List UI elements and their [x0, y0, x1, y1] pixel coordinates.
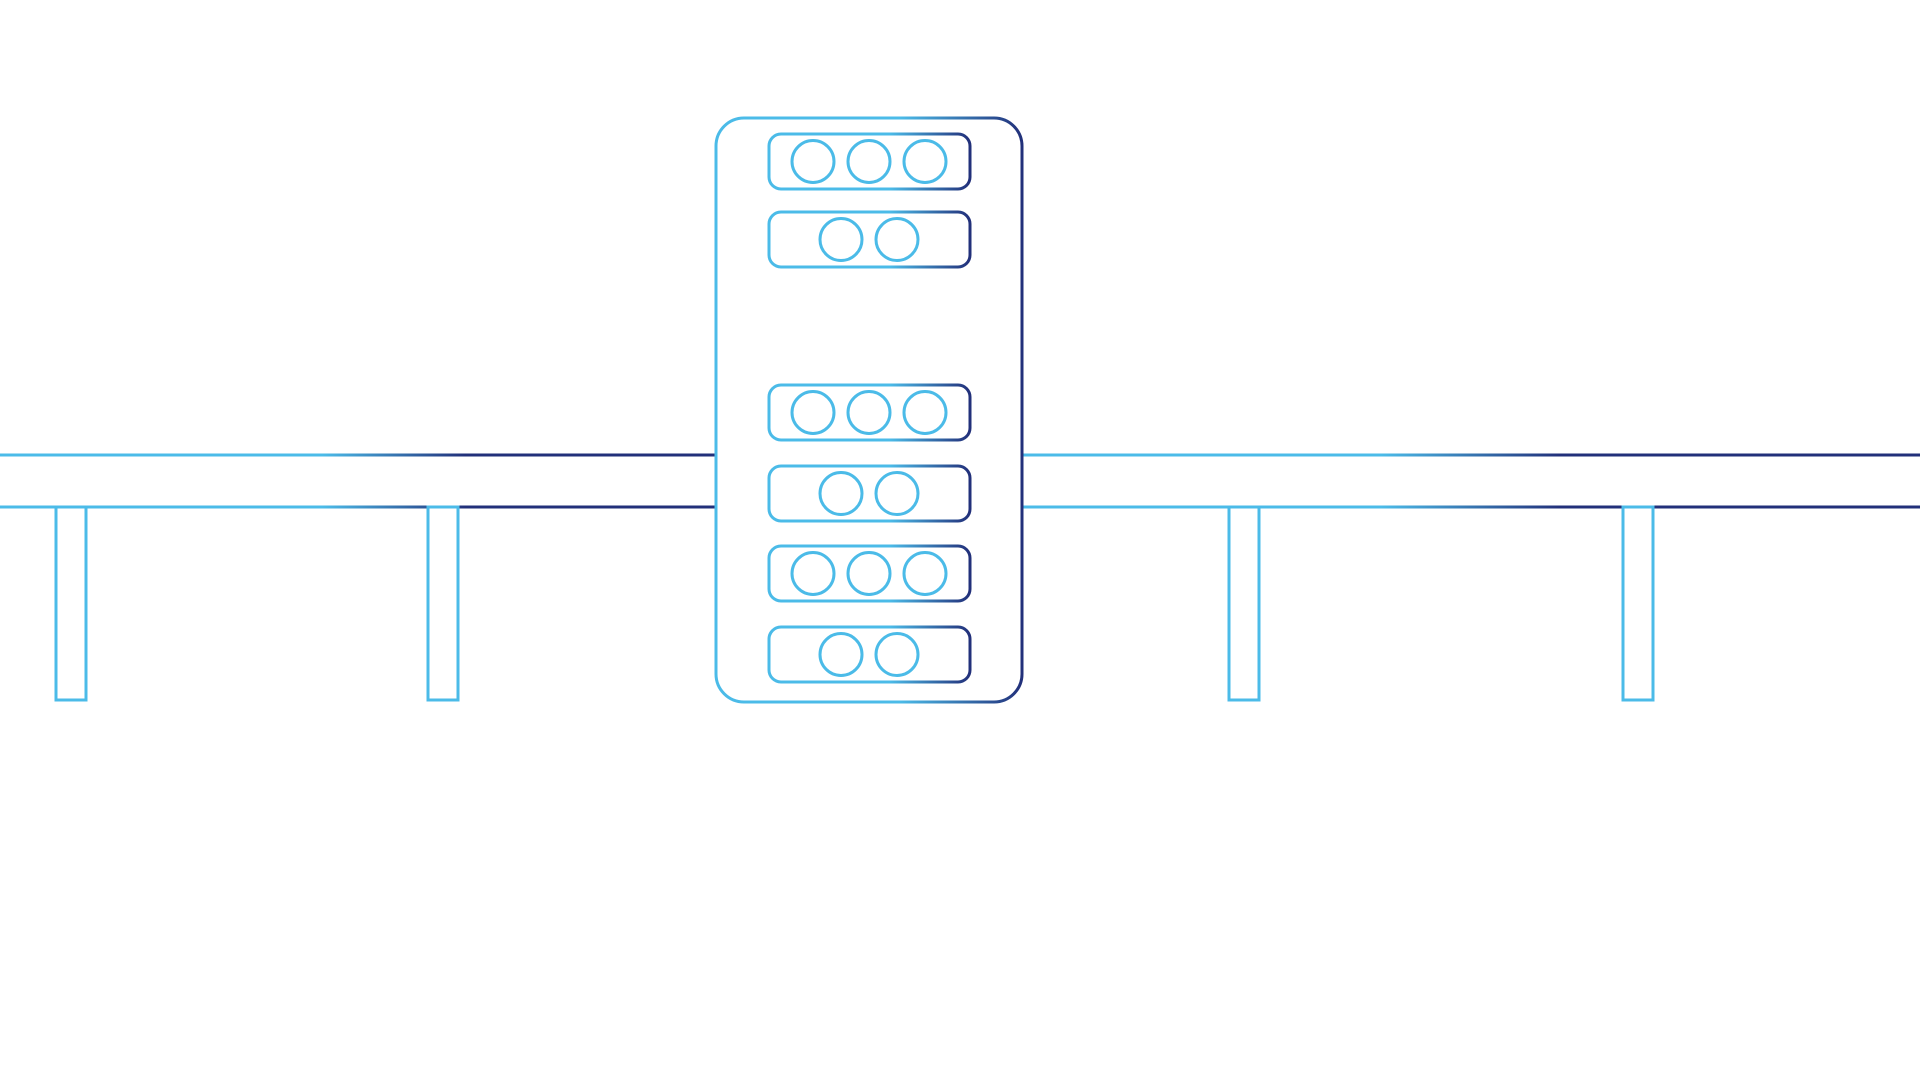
rail-support-leg [1621, 505, 1655, 702]
indicator-light-icon [874, 471, 920, 516]
server-slot [767, 464, 972, 523]
server-slot-frame [767, 132, 972, 191]
rail-support-leg [1227, 505, 1261, 702]
indicator-light-icon [902, 139, 948, 184]
server-slot-frame [767, 544, 972, 603]
server-slot-frame [767, 210, 972, 269]
indicator-light-icon [902, 551, 948, 596]
server-slot [767, 544, 972, 603]
server-rack-body [714, 116, 1024, 704]
indicator-light-icon [818, 632, 864, 677]
indicator-light-icon [902, 390, 948, 435]
rail-supports [54, 505, 1655, 702]
server-slot-frame [767, 383, 972, 442]
indicator-light-icon [846, 390, 892, 435]
indicator-light-icon [790, 390, 836, 435]
server-slot [767, 625, 972, 684]
server-slot [767, 383, 972, 442]
indicator-light-icon [874, 217, 920, 262]
rail-support-leg [426, 505, 460, 702]
server-slot-frame [767, 625, 972, 684]
server-slot-frame [767, 464, 972, 523]
conveyor-rail-right [1022, 453, 1920, 509]
indicator-light-icon [818, 471, 864, 516]
indicator-light-icon [818, 217, 864, 262]
indicator-light-icon [846, 551, 892, 596]
server-slot [767, 210, 972, 269]
indicator-light-icon [790, 551, 836, 596]
server-slot [767, 132, 972, 191]
conveyor-rail-left [0, 453, 716, 509]
server-rack-slots [767, 132, 972, 684]
rail-support-leg [54, 505, 88, 702]
indicator-light-icon [846, 139, 892, 184]
indicator-light-icon [790, 139, 836, 184]
indicator-light-icon [874, 632, 920, 677]
